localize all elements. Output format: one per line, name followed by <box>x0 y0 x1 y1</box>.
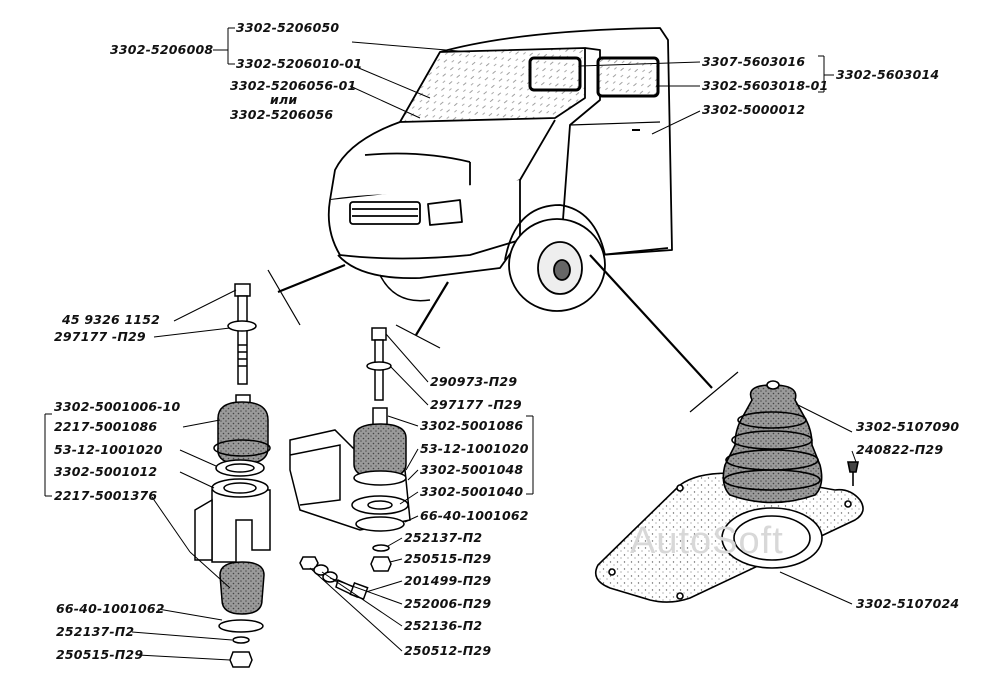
label-boot-screw: 240822-П29 <box>856 442 944 457</box>
door-window-front <box>528 56 582 92</box>
detail-break-marks <box>267 269 739 413</box>
label-windshield-glass: 3302-5206010-01 <box>236 56 363 71</box>
label-washer-right: 297177 -П29 <box>430 397 522 412</box>
label-bracket-spring-washer: 252006-П29 <box>404 596 492 611</box>
van-cab <box>327 27 673 280</box>
label-windshield-seal: 3302-5206050 <box>236 20 340 35</box>
label-bracket-bolt: 201499-П29 <box>404 573 492 588</box>
label-mount-right-bracket: 3302-5001048 <box>420 462 524 477</box>
grille <box>349 201 421 225</box>
label-mount-right-washer: 252137-П2 <box>404 530 483 545</box>
label-mount-left-ring: 53-12-1001020 <box>54 442 163 457</box>
label-windshield-trim-or: или <box>270 92 298 107</box>
label-mount-left-washer: 252137-П2 <box>56 624 135 639</box>
label-bracket-washer: 252136-П2 <box>404 618 483 633</box>
right-engine-mount <box>289 327 411 600</box>
detail-leader-lines <box>277 254 713 389</box>
label-door-window-lower: 3302-5603018-01 <box>702 78 829 93</box>
label-mount-left-cushion-lower: 66-40-1001062 <box>56 601 165 616</box>
shift-boot <box>594 380 864 603</box>
label-mount-left-bracket: 3302-5001012 <box>54 464 158 479</box>
front-wheel <box>508 218 606 312</box>
label-mount-left-cushion-upper: 2217-5001086 <box>54 419 158 434</box>
label-mount-right-cushion-lower: 66-40-1001062 <box>420 508 529 523</box>
label-mount-right-cushion-upper: 3302-5001086 <box>420 418 524 433</box>
label-mount-left-nut: 250515-П29 <box>56 647 144 662</box>
label-washer-left: 297177 -П29 <box>54 329 146 344</box>
callout-leaders <box>44 27 857 661</box>
label-windshield-trim-alt: 3302-5206056 <box>230 107 334 122</box>
label-cab: 3302-5000012 <box>702 102 806 117</box>
label-boot: 3302-5107090 <box>856 419 960 434</box>
label-boot-plate: 3302-5107024 <box>856 596 960 611</box>
label-bolt-left: 45 9326 1152 <box>62 312 161 327</box>
label-windshield-assembly: 3302-5206008 <box>110 42 214 57</box>
label-door-window-group: 3302-5603014 <box>836 67 940 82</box>
watermark: AutoSoft <box>630 520 784 562</box>
door-window-rear <box>596 56 660 98</box>
label-mount-left-assembly: 3302-5001006-10 <box>54 399 181 414</box>
label-mount-right-ring: 53-12-1001020 <box>420 441 529 456</box>
label-door-window-upper: 3307-5603016 <box>702 54 806 69</box>
left-engine-mount <box>194 283 271 668</box>
label-mount-right-nut: 250515-П29 <box>404 551 492 566</box>
label-bolt-right: 290973-П29 <box>430 374 518 389</box>
label-windshield-trim: 3302-5206056-01 <box>230 78 357 93</box>
label-mount-left-bracket-assembly: 2217-5001376 <box>54 488 158 503</box>
label-bracket-nut: 250512-П29 <box>404 643 492 658</box>
label-mount-right-assembly: 3302-5001040 <box>420 484 524 499</box>
